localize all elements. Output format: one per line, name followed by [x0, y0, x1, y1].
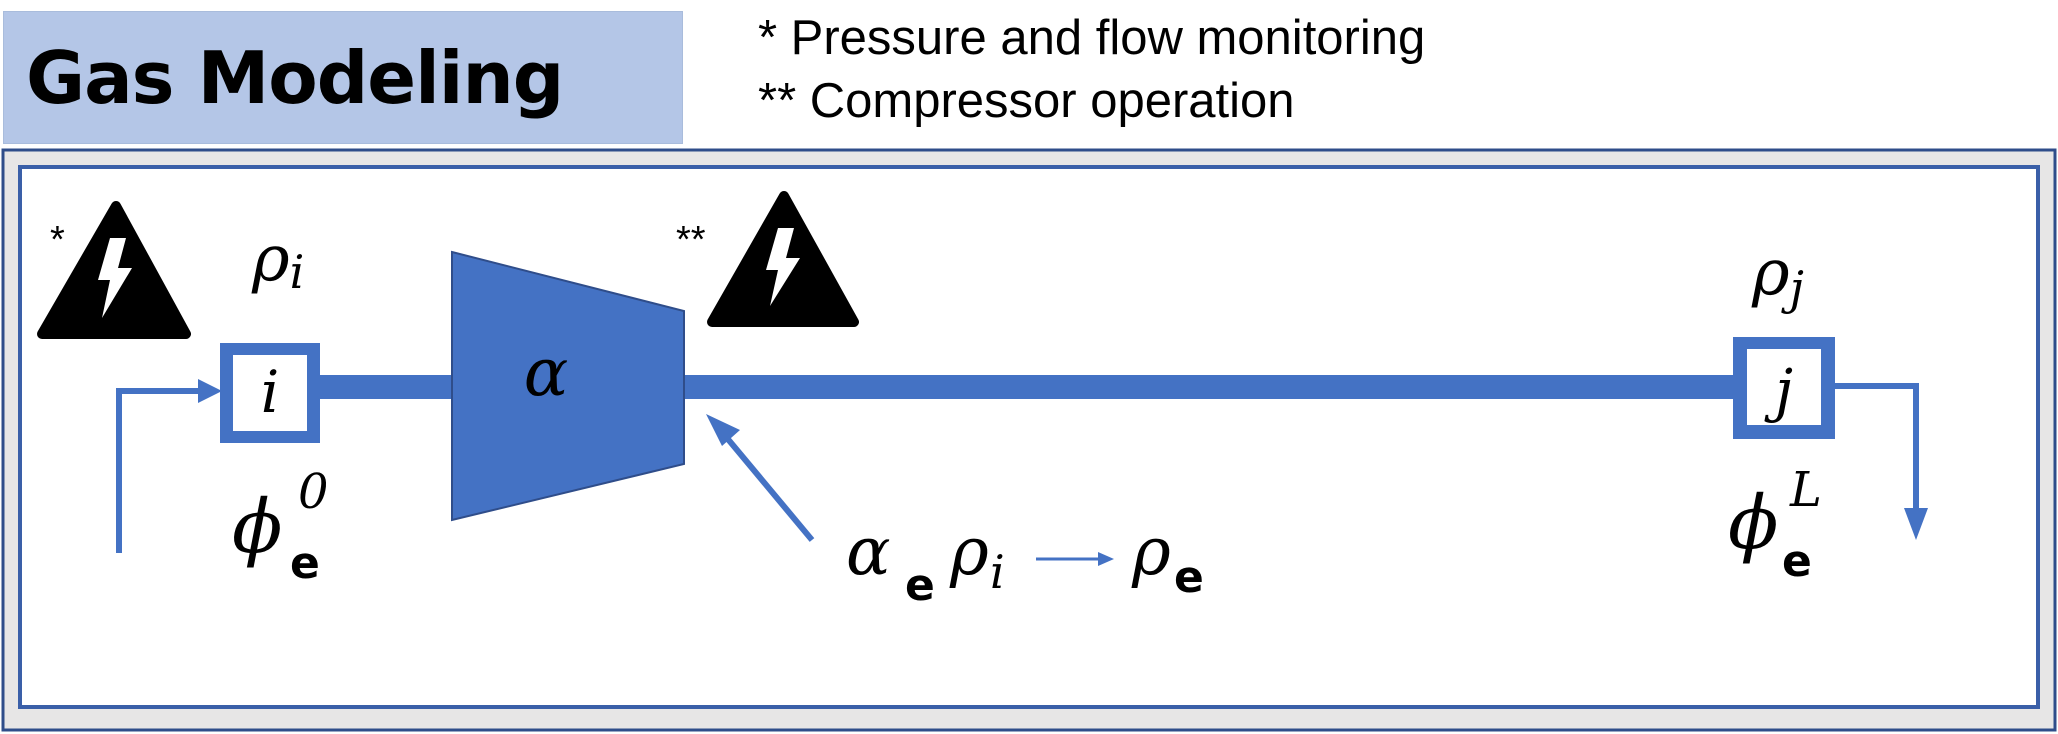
compressor-pointer-arrowhead [706, 414, 740, 446]
equation-rho-out: ρ [1131, 513, 1171, 590]
node-j-inner [1747, 349, 1821, 425]
legend-item-monitoring: * Pressure and flow monitoring [758, 11, 1426, 65]
lightning-hazard-icon [707, 191, 859, 327]
node-j-density: ρj [1751, 236, 1804, 315]
node-j-outflow-sub: e [1782, 536, 1812, 587]
page-title: Gas Modeling [26, 36, 564, 120]
inflow-arrow [116, 388, 205, 553]
outflow-arrowhead [1904, 508, 1928, 540]
compressor [451, 250, 685, 522]
hazard-2-marker: ** [676, 219, 706, 261]
node-i-inner [233, 355, 307, 431]
node-j-outflow-label: ϕ [1728, 480, 1778, 566]
node-i-label: i [261, 358, 280, 426]
outflow-arrow [1835, 383, 1919, 515]
equation-arrowhead [1098, 552, 1114, 566]
equation-alpha: α [846, 513, 891, 590]
compressor-pointer-arrow [719, 430, 815, 542]
diagram-inner-frame [18, 165, 2040, 709]
pipe-main [682, 375, 1742, 399]
equation-rho-in-sub: i [990, 545, 1005, 599]
compressor-label: α [524, 334, 569, 411]
node-i-density: ρi [251, 222, 304, 299]
node-j-outflow-sup: L [1789, 462, 1822, 518]
compression-equation: α e ρ i ρ e [846, 513, 1204, 611]
hazard-1-marker: * [50, 219, 65, 261]
node-i-inflow-sub: e [290, 538, 320, 589]
pipe-segment-i-compressor [318, 375, 456, 399]
node-i-inflow-label: ϕ [232, 484, 282, 570]
equation-rho-out-sub: e [1174, 552, 1204, 603]
node-i-inflow-sup: 0 [298, 464, 329, 520]
legend-item-compressor: ** Compressor operation [758, 74, 1295, 128]
lightning-hazard-icon [37, 201, 191, 339]
inflow-arrowhead [198, 379, 222, 403]
equation-rho-in: ρ [949, 513, 989, 590]
equation-alpha-sub: e [905, 560, 935, 611]
title-box: Gas Modeling [3, 11, 683, 144]
